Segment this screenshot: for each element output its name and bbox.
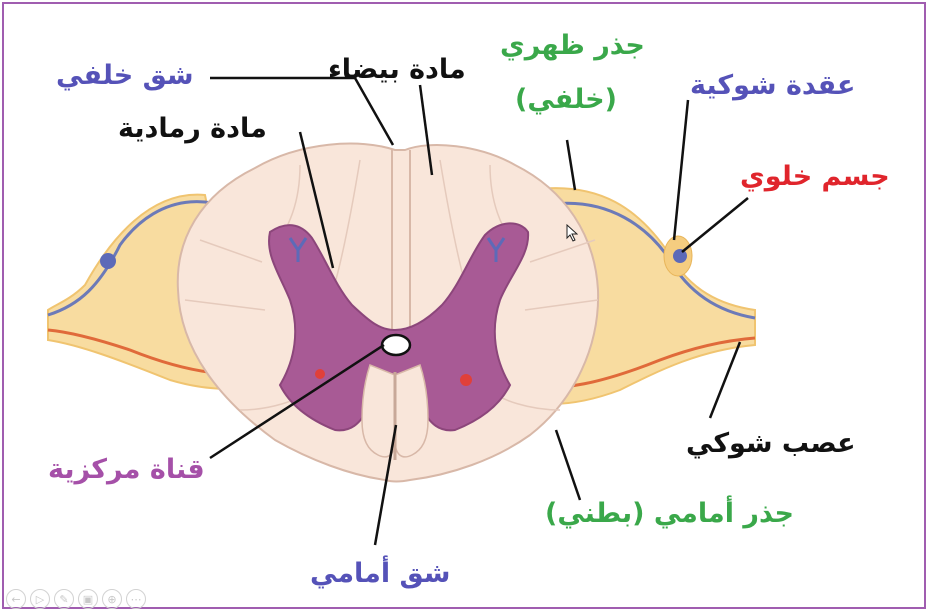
label-gray-matter: مادة رمادية <box>118 115 267 142</box>
leader-spinal-ganglion <box>674 100 688 240</box>
presentation-controls: ← ▷ ✎ ▣ ⊕ ⋯ <box>6 589 146 609</box>
more-icon[interactable]: ⋯ <box>126 589 146 609</box>
play-icon[interactable]: ▷ <box>30 589 50 609</box>
label-posterior-sulcus: شق خلفي <box>56 62 194 89</box>
label-anterior-fissure: شق أمامي <box>310 560 450 587</box>
label-dorsal-root-note: (خلفي) <box>515 86 617 113</box>
label-spinal-ganglion: عقدة شوكية <box>690 72 855 99</box>
arrow-left-icon[interactable]: ← <box>6 589 26 609</box>
leader-ventral-root <box>556 430 580 500</box>
leader-cell-body <box>682 198 748 252</box>
label-central-canal: قناة مركزية <box>48 456 205 483</box>
label-spinal-nerve: عصب شوكي <box>686 430 856 457</box>
label-cell-body: جسم خلوي <box>740 163 890 190</box>
label-ventral-root: جذر أمامي (بطني) <box>545 500 794 527</box>
zoom-icon[interactable]: ⊕ <box>102 589 122 609</box>
leader-dorsal-root <box>567 140 575 190</box>
pen-icon[interactable]: ✎ <box>54 589 74 609</box>
mouse-cursor-icon <box>566 224 578 242</box>
label-dorsal-root: جذر ظهري <box>500 32 645 59</box>
screens-icon[interactable]: ▣ <box>78 589 98 609</box>
leader-spinal-nerve <box>710 342 740 418</box>
label-white-matter: مادة بيضاء <box>328 56 466 83</box>
